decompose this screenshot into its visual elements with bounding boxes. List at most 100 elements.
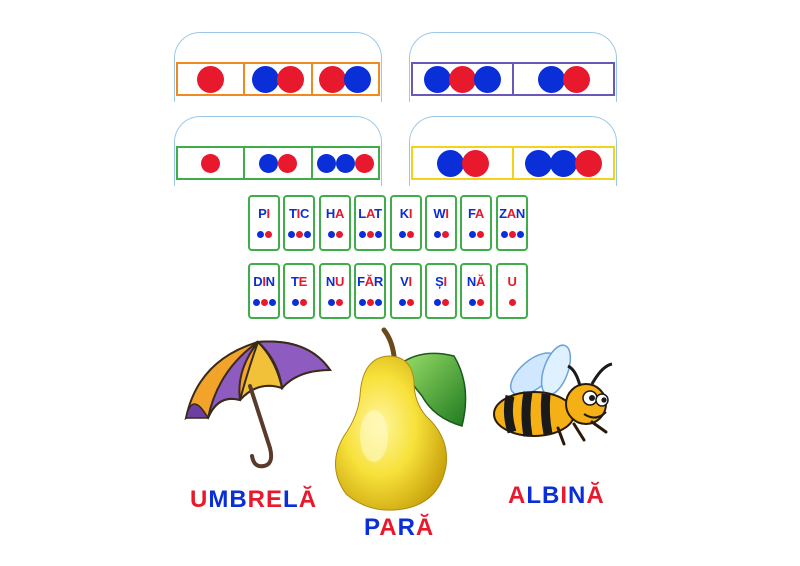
consonant-dot <box>252 299 260 306</box>
syllable-text: U <box>507 274 517 289</box>
syllable-segment <box>178 64 246 94</box>
syllable-card: ȘI <box>425 263 457 319</box>
vowel-dot <box>319 65 347 93</box>
syllable-dots <box>433 299 449 306</box>
vowel-dot <box>366 299 374 306</box>
syllable-segment <box>245 148 313 178</box>
consonant-dot <box>358 231 366 238</box>
syllable-scheme-bar <box>411 62 615 96</box>
consonant-dot <box>268 299 276 306</box>
vowel-dot <box>441 231 449 238</box>
consonant-dot <box>358 299 366 306</box>
consonant-dot <box>251 65 279 93</box>
consonant-dot <box>436 149 464 177</box>
vowel-dot <box>508 231 516 238</box>
syllable-segment <box>413 64 514 94</box>
syllable-card: DIN <box>248 263 280 319</box>
consonant-dot <box>327 231 335 238</box>
syllable-card: FA <box>460 195 492 251</box>
syllable-segment <box>514 64 613 94</box>
vowel-dot <box>461 149 489 177</box>
syllable-text: LAT <box>358 206 382 221</box>
consonant-dot <box>468 231 476 238</box>
vowel-dot <box>441 299 449 306</box>
consonant-dot <box>537 65 565 93</box>
syllable-dots <box>252 299 276 306</box>
consonant-dot <box>398 231 406 238</box>
syllable-dots <box>291 299 307 306</box>
syllable-dots <box>327 299 343 306</box>
syllable-card: TE <box>283 263 315 319</box>
consonant-dot <box>474 65 501 93</box>
word-pear: PARĂ <box>364 514 435 541</box>
consonant-dot <box>335 153 355 173</box>
syllable-scheme-bar <box>176 62 380 96</box>
vowel-dot <box>354 153 374 173</box>
consonant-dot <box>327 299 335 306</box>
panel-arch <box>174 116 382 186</box>
consonant-dot <box>256 231 264 238</box>
vowel-dot <box>476 231 484 238</box>
syllable-card: HA <box>319 195 351 251</box>
vowel-dot <box>406 231 414 238</box>
vowel-dot <box>264 231 272 238</box>
consonant-dot <box>500 231 508 238</box>
scheme-panel-mid-left <box>174 116 382 186</box>
vowel-dot <box>366 231 374 238</box>
vowel-dot <box>277 153 297 173</box>
consonant-dot <box>398 299 406 306</box>
syllable-card: ZAN <box>496 195 528 251</box>
bee-body <box>493 362 613 446</box>
consonant-dot <box>291 299 299 306</box>
vowel-dot <box>575 149 602 177</box>
panel-arch <box>409 32 617 102</box>
syllable-card: PI <box>248 195 280 251</box>
consonant-dot <box>374 231 382 238</box>
consonant-dot <box>433 299 441 306</box>
syllable-scheme-bar <box>176 146 380 180</box>
syllable-text: TIC <box>288 206 310 221</box>
syllable-text: VI <box>400 274 412 289</box>
vowel-dot <box>406 299 414 306</box>
umbrella-canopy <box>184 340 332 421</box>
syllable-text: NĂ <box>466 274 486 289</box>
vowel-dot <box>299 299 307 306</box>
syllable-text: FA <box>467 206 485 221</box>
syllable-card: VI <box>390 263 422 319</box>
vowel-dot <box>260 299 268 306</box>
vowel-dot <box>335 231 343 238</box>
syllable-dots <box>508 299 516 306</box>
scheme-panel-top-left <box>174 32 382 102</box>
consonant-dot <box>433 231 441 238</box>
syllable-dots <box>398 299 414 306</box>
vowel-dot <box>449 65 476 93</box>
syllable-dots <box>433 231 449 238</box>
syllable-segment <box>413 148 514 178</box>
scheme-panel-top-right <box>409 32 617 102</box>
word-umbrella: UMBRELĂ <box>190 486 318 513</box>
syllable-card: NU <box>319 263 351 319</box>
syllable-dots <box>287 231 311 238</box>
consonant-dot <box>287 231 295 238</box>
vowel-dot <box>335 299 343 306</box>
bee-illustration <box>493 344 613 446</box>
word-bee: ALBINĂ <box>508 482 605 509</box>
syllable-card: NĂ <box>460 263 492 319</box>
syllable-card: FĂR <box>354 263 386 319</box>
syllable-segment <box>313 64 378 94</box>
syllable-text: KI <box>399 206 413 221</box>
syllable-dots <box>468 299 484 306</box>
consonant-dot <box>525 149 552 177</box>
syllable-segment <box>245 64 313 94</box>
umbrella-illustration <box>184 340 332 469</box>
panel-arch <box>409 116 617 186</box>
consonant-dot <box>550 149 577 177</box>
umbrella-handle <box>248 384 274 469</box>
syllable-text: NU <box>325 274 345 289</box>
consonant-dot <box>258 153 278 173</box>
vowel-dot <box>201 153 221 173</box>
syllable-dots <box>256 231 272 238</box>
syllable-dots <box>500 231 524 238</box>
syllable-dots <box>468 231 484 238</box>
syllable-text: PI <box>258 206 270 221</box>
